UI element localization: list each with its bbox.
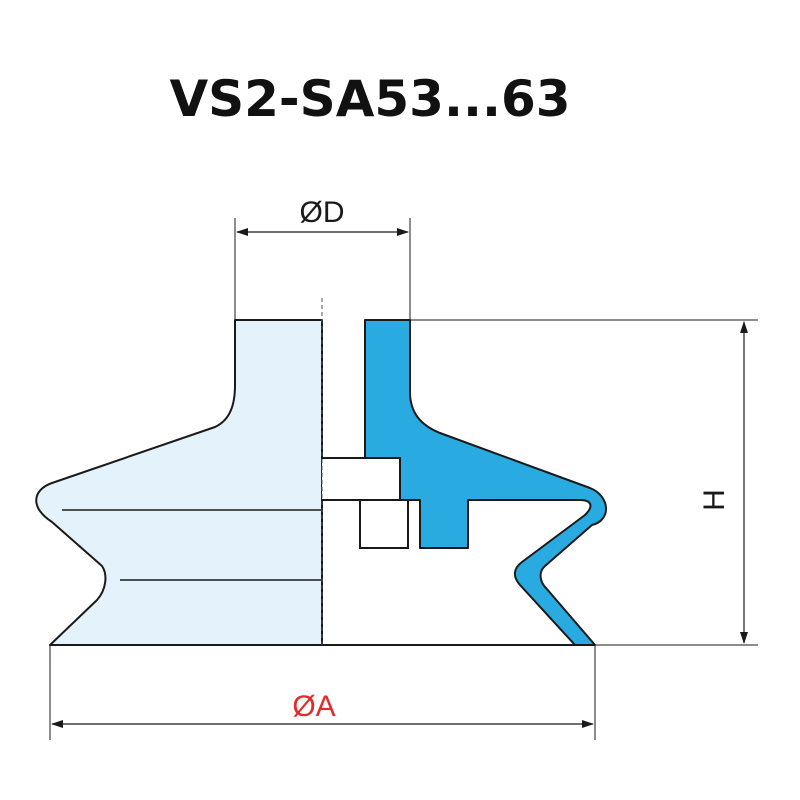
- base-diameter-label: ØA: [292, 690, 335, 723]
- inner-insert: [359, 499, 409, 549]
- exterior-half: [35, 319, 323, 646]
- section-body: [364, 319, 607, 646]
- product-title: VS2-SA53...63: [169, 70, 571, 128]
- top-diameter-label: ØD: [300, 196, 345, 229]
- height-label: H: [698, 489, 731, 511]
- inner-cavity: [322, 457, 401, 501]
